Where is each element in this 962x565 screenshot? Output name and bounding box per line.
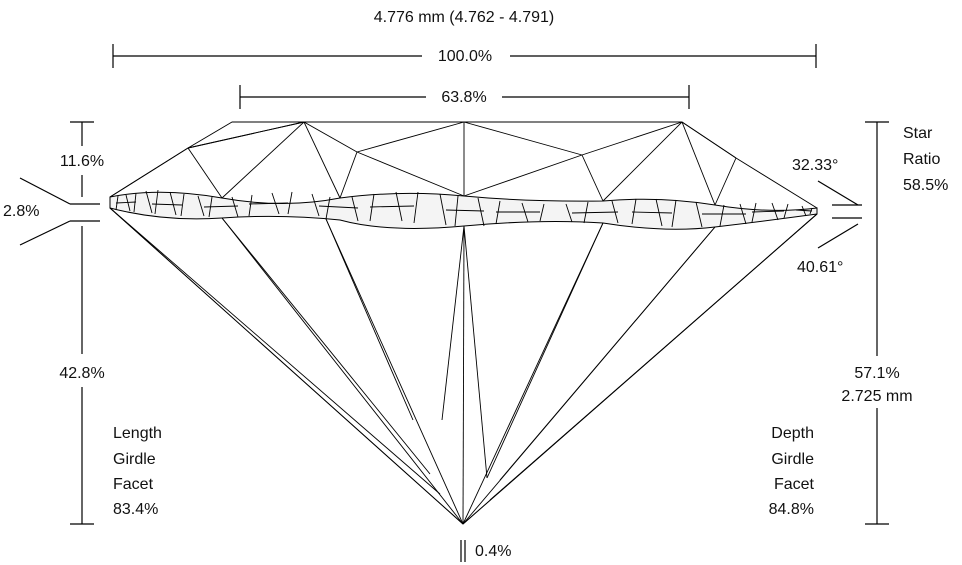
- crown-facets: [109, 121, 737, 206]
- length-girdle-facet-line-2: Girdle: [113, 451, 156, 468]
- total-depth-percent-label: 57.1%: [854, 365, 899, 382]
- crown-height-bracket: [70, 121, 94, 197]
- total-depth-mm-label: 2.725 mm: [841, 388, 912, 405]
- depth-girdle-facet-value: 84.8%: [769, 501, 814, 518]
- table-dimension-line: [239, 85, 690, 109]
- pavilion-angle-label: 40.61°: [797, 259, 843, 276]
- lower-girdle-depth-label: Depth Girdle Facet 84.8%: [769, 425, 815, 518]
- girdle-thickness-label: 2.8%: [3, 203, 39, 220]
- total-diameter-label: 4.776 mm (4.762 - 4.791): [374, 9, 555, 26]
- star-ratio-label: Star Ratio 58.5%: [903, 125, 948, 194]
- pavilion-depth-label: 42.8%: [59, 365, 104, 382]
- crown-height-label: 11.6%: [60, 153, 104, 170]
- depth-girdle-facet-line-2: Girdle: [771, 451, 814, 468]
- crown-angle-label: 32.33°: [792, 157, 838, 174]
- girdle-band: [109, 189, 818, 230]
- crown-angle-indicator: [817, 180, 862, 206]
- total-depth-bracket: [865, 121, 889, 525]
- depth-girdle-facet-line-3: Facet: [774, 476, 815, 493]
- star-ratio-line-1: Star: [903, 125, 933, 142]
- girdle-thickness-indicator: [19, 177, 100, 246]
- diameter-dimension-line: [112, 44, 817, 68]
- table-percent-label: 63.8%: [441, 89, 486, 106]
- depth-girdle-facet-line-1: Depth: [771, 425, 814, 442]
- star-ratio-value: 58.5%: [903, 177, 948, 194]
- culet-indicator: [460, 540, 466, 562]
- pavilion-facets: [109, 207, 818, 525]
- pavilion-depth-bracket: [70, 226, 94, 525]
- length-girdle-facet-value: 83.4%: [113, 501, 158, 518]
- culet-label: 0.4%: [475, 543, 511, 560]
- lower-girdle-length-label: Length Girdle Facet 83.4%: [113, 425, 162, 518]
- diameter-percent-label: 100.0%: [438, 48, 492, 65]
- length-girdle-facet-line-1: Length: [113, 425, 162, 442]
- pavilion-angle-indicator: [817, 217, 862, 249]
- star-ratio-line-2: Ratio: [903, 151, 940, 168]
- length-girdle-facet-line-3: Facet: [113, 476, 154, 493]
